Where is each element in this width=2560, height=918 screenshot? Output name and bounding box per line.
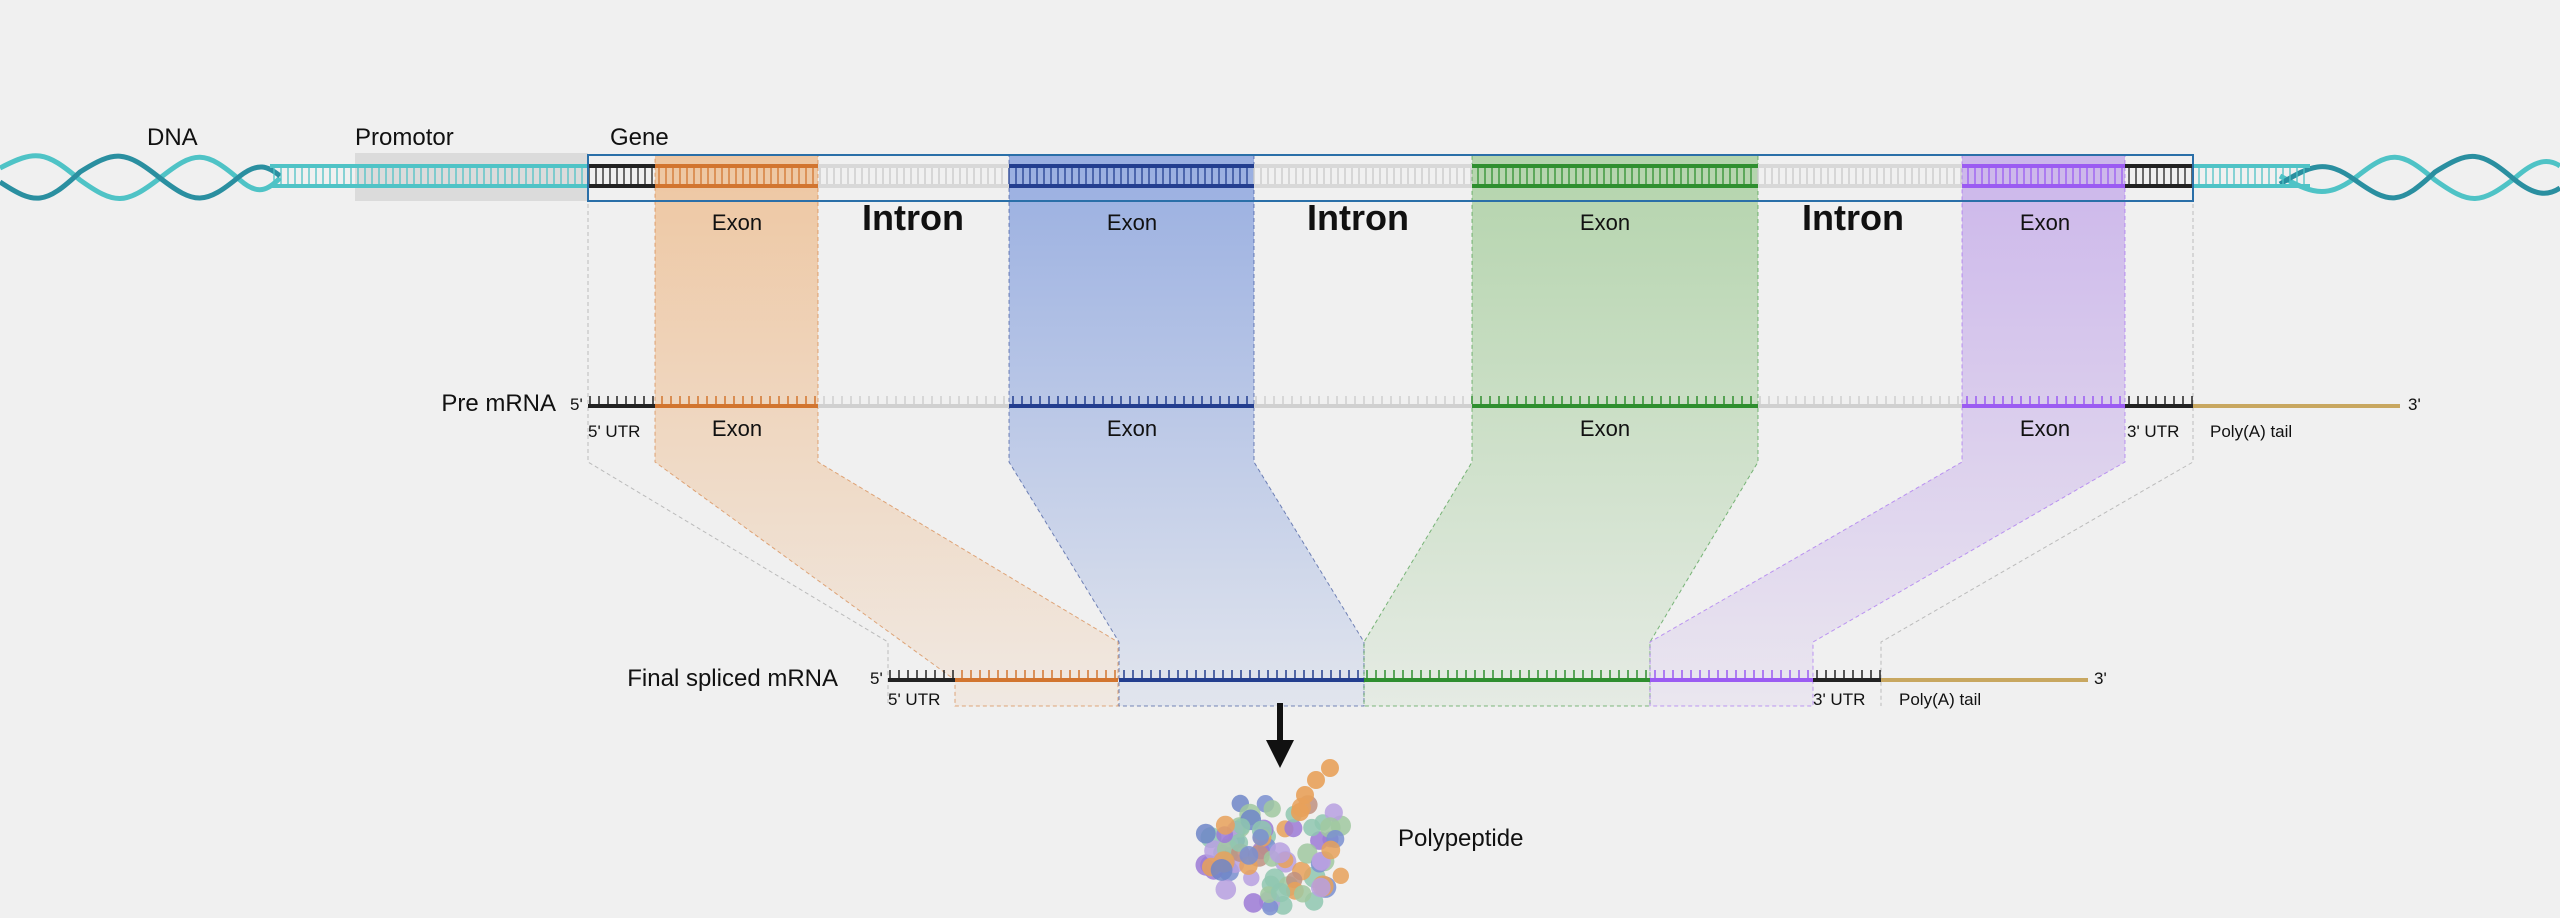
polypeptide-blob-icon bbox=[1195, 759, 1352, 916]
exon1-band bbox=[654, 154, 1119, 707]
final-mrna-5utr: 5' UTR bbox=[888, 690, 940, 709]
promoter-region bbox=[355, 153, 588, 201]
pre-exon4-label: Exon bbox=[2020, 416, 2070, 441]
final-mrna-polya: Poly(A) tail bbox=[1899, 690, 1981, 709]
dna-exon2-label: Exon bbox=[1107, 210, 1157, 235]
promotor-label: Promotor bbox=[355, 124, 454, 151]
down-arrow-icon bbox=[1266, 703, 1294, 768]
gene-label: Gene bbox=[610, 124, 669, 151]
gene-box bbox=[587, 154, 2194, 202]
final-mrna-ticks bbox=[889, 670, 1881, 678]
exon4-band bbox=[1649, 154, 2126, 707]
pre-mrna-3utr: 3' UTR bbox=[2127, 422, 2179, 441]
final-mrna-label: Final spliced mRNA bbox=[627, 665, 838, 692]
dna-intron1-label: Intron bbox=[862, 197, 964, 238]
exon-projection-bands bbox=[587, 154, 2194, 707]
pre-mrna-label: Pre mRNA bbox=[441, 390, 556, 417]
dna-intron3-label: Intron bbox=[1802, 197, 1904, 238]
pre-mrna-polya: Poly(A) tail bbox=[2210, 422, 2292, 441]
utr5-guide bbox=[587, 155, 889, 706]
pre-mrna-5prime: 5' bbox=[570, 395, 583, 414]
pre-exon2-label: Exon bbox=[1107, 416, 1157, 441]
polypeptide-label: Polypeptide bbox=[1398, 825, 1523, 852]
pre-exon3-label: Exon bbox=[1580, 416, 1630, 441]
dna-label: DNA bbox=[147, 124, 198, 151]
dna-rungs bbox=[273, 168, 2305, 184]
dna-exon1-label: Exon bbox=[712, 210, 762, 235]
dna-intron2-label: Intron bbox=[1307, 197, 1409, 238]
pre-mrna-5utr: 5' UTR bbox=[588, 422, 640, 441]
pre-mrna-3prime: 3' bbox=[2408, 395, 2421, 414]
pre-exon1-label: Exon bbox=[712, 416, 762, 441]
dna-strands bbox=[270, 164, 2310, 188]
pre-mrna-ticks bbox=[589, 396, 2193, 404]
final-mrna-3prime: 3' bbox=[2094, 669, 2107, 688]
final-mrna-5prime: 5' bbox=[870, 669, 883, 688]
dna-exon3-label: Exon bbox=[1580, 210, 1630, 235]
dna-exon4-label: Exon bbox=[2020, 210, 2070, 235]
dna-helix-icon bbox=[0, 153, 2560, 201]
exon3-band bbox=[1363, 154, 1759, 707]
final-mrna-3utr: 3' UTR bbox=[1813, 690, 1865, 709]
